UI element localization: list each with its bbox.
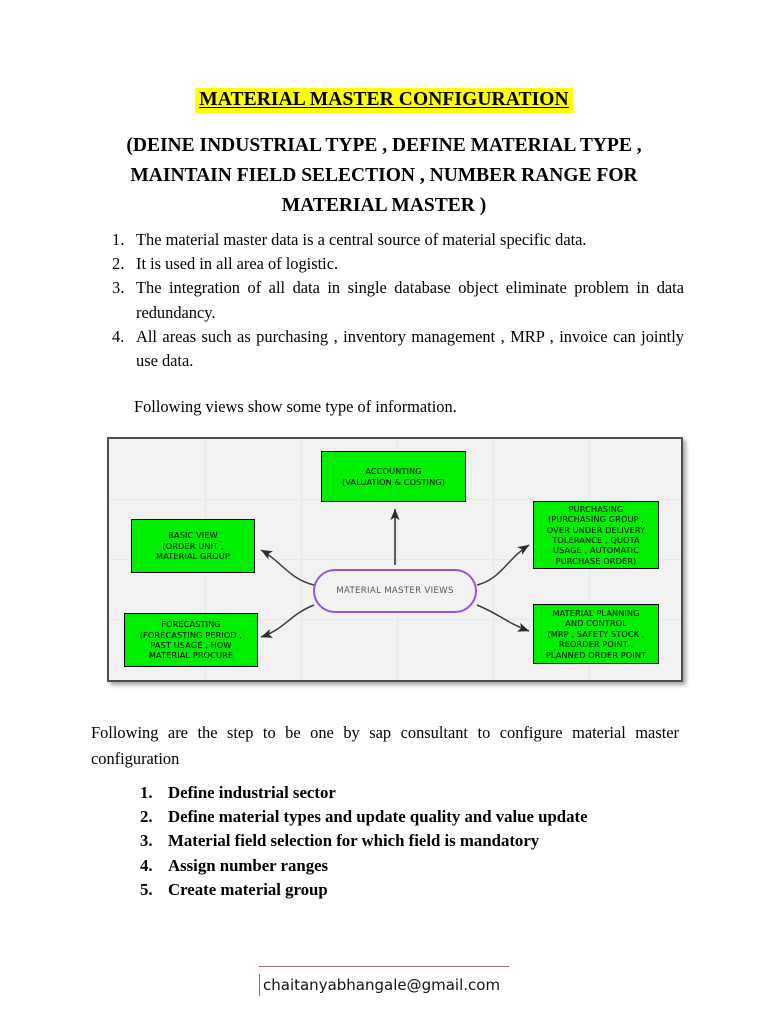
page-footer: chaitanyabhangale@gmail.com — [259, 966, 509, 996]
list-item-number: 2. — [140, 807, 153, 827]
page-title-container: MATERIAL MASTER CONFIGURATION — [0, 88, 768, 114]
list-item-text: Material field selection for which field… — [168, 831, 540, 851]
node-line: MATERIAL PLANNING — [552, 607, 640, 618]
node-line: MATERIAL GROUP — [156, 551, 230, 562]
list-item: 3. Material field selection for which fi… — [140, 829, 680, 853]
list-item-text: It is used in all area of logistic. — [136, 254, 339, 274]
node-line: FORECASTING — [161, 619, 221, 630]
node-line: OVER UNDER DELIVERY — [546, 524, 646, 535]
list-item-number: 1. — [112, 230, 125, 249]
node-line: TOLERANCE , QUOTA — [552, 535, 640, 545]
node-line: (FORECASTING PERIOD , — [139, 629, 243, 640]
list-item-number: 1. — [140, 783, 153, 802]
diagram-node-forecasting: FORECASTING (FORECASTING PERIOD , PAST U… — [124, 613, 258, 667]
list-item-number: 3. — [140, 831, 153, 851]
node-line: PURCHASING — [568, 503, 624, 514]
list-item-number: 4. — [140, 855, 153, 875]
footer-email: chaitanyabhangale@gmail.com — [259, 974, 509, 996]
list-item: 2. Define material types and update qual… — [140, 805, 680, 829]
list-item: 1. The material master data is a central… — [112, 228, 684, 252]
list-item-text: All areas such as purchasing , inventory… — [136, 326, 684, 371]
list-item-text: The integration of all data in single da… — [136, 278, 684, 322]
list-item-number: 5. — [140, 879, 153, 899]
node-line: USAGE , AUTOMATIC — [552, 545, 640, 556]
diagram-node-accounting: ACCOUNTING (VALUATION & COSTING) — [321, 451, 466, 502]
diagram-canvas: ACCOUNTING (VALUATION & COSTING) BASIC V… — [109, 439, 681, 680]
list-item: 1. Define industrial sector — [140, 781, 680, 805]
node-line: REORDER POINT , — [558, 639, 634, 650]
list-item-text: Create material group — [168, 879, 328, 899]
node-line: (PURCHASING GROUP , — [547, 514, 645, 525]
node-line: ACCOUNTING — [365, 466, 422, 477]
diagram-node-purchasing: PURCHASING (PURCHASING GROUP , OVER UNDE… — [533, 501, 659, 569]
diagram-node-basic-view: BASIC VIEW (ORDER UNIT , MATERIAL GROUP — [131, 519, 255, 573]
list-item-number: 3. — [112, 278, 125, 298]
list-item-text: Assign number ranges — [168, 855, 329, 875]
node-line: (ORDER UNIT , — [162, 540, 224, 551]
node-line: BASIC VIEW — [168, 530, 218, 541]
page-title: MATERIAL MASTER CONFIGURATION — [195, 88, 573, 114]
node-line: AND CONTROL — [565, 618, 627, 629]
list-item-text: Define industrial sector — [168, 783, 336, 802]
node-line: (MRP , SAFETY STOCK , — [547, 628, 645, 639]
list-item: 2. It is used in all area of logistic. — [112, 252, 684, 276]
list-item: 4. Assign number ranges — [140, 854, 680, 878]
following-views-caption: Following views show some type of inform… — [134, 397, 457, 416]
subtitle-line-1: (DEINE INDUSTRIAL TYPE , DEFINE MATERIAL… — [126, 135, 642, 156]
diagram-center-node: MATERIAL MASTER VIEWS — [313, 569, 477, 613]
node-line: PAST USAGE , HOW — [150, 640, 232, 650]
node-line: PURCHASE ORDER) — [555, 555, 637, 566]
material-master-views-diagram: ACCOUNTING (VALUATION & COSTING) BASIC V… — [107, 437, 683, 682]
page-subtitle: (DEINE INDUSTRIAL TYPE , DEFINE MATERIAL… — [84, 131, 684, 221]
footer-divider — [259, 966, 509, 967]
steps-intro-paragraph: Following are the step to be one by sap … — [91, 723, 679, 768]
node-line: MATERIAL PROCURE — [148, 650, 234, 661]
node-line: PLANNED ORDER POINT — [545, 649, 647, 660]
subtitle-line-2: MAINTAIN FIELD SELECTION , NUMBER RANGE … — [130, 165, 638, 186]
list-item: 3. The integration of all data in single… — [112, 276, 684, 324]
grid-line — [109, 619, 681, 620]
diagram-node-material-planning: MATERIAL PLANNING AND CONTROL (MRP , SAF… — [533, 604, 659, 664]
list-item: 4. All areas such as purchasing , invent… — [112, 325, 684, 373]
list-item-number: 4. — [112, 326, 125, 346]
list-item-number: 2. — [112, 254, 125, 274]
subtitle-line-3: MATERIAL MASTER ) — [281, 195, 487, 216]
list-item-text: Define material types and update quality… — [168, 807, 588, 827]
intro-list: 1. The material master data is a central… — [112, 228, 684, 373]
configuration-steps-list: 1. Define industrial sector 2. Define ma… — [140, 781, 680, 902]
center-node-label: MATERIAL MASTER VIEWS — [336, 586, 454, 596]
node-line: (VALUATION & COSTING) — [341, 476, 446, 487]
list-item-text: The material master data is a central so… — [136, 230, 587, 249]
list-item: 5. Create material group — [140, 878, 680, 902]
